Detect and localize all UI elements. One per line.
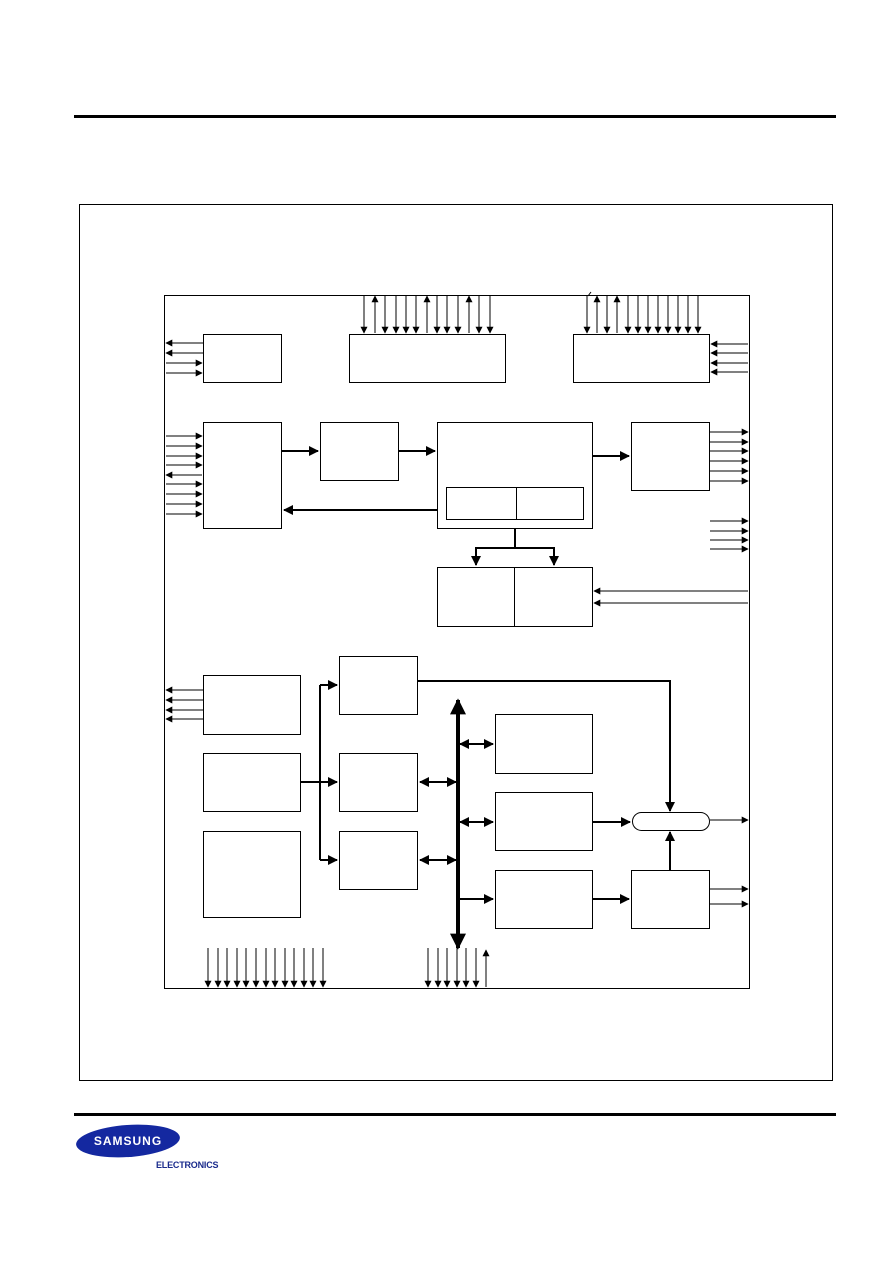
chip-outline	[164, 295, 750, 989]
block-timer-1	[339, 656, 418, 715]
block-lower-left-3	[203, 831, 301, 918]
arrow-timer1-to-mux	[418, 680, 675, 812]
header-rule	[74, 115, 836, 118]
block-mid-small	[320, 422, 399, 481]
block-peripheral-1	[495, 714, 593, 774]
logo-brand-text: SAMSUNG	[93, 1134, 163, 1148]
block-driver	[631, 870, 710, 929]
arrow-core-to-memory-2	[515, 547, 559, 566]
pin-arrows	[165, 291, 749, 988]
block-core-sub	[446, 487, 584, 520]
block-mux	[632, 812, 710, 831]
block-output-right	[631, 422, 710, 491]
block-top-left	[203, 334, 282, 383]
block-port-top-right	[573, 334, 710, 383]
block-lower-left-1	[203, 675, 301, 735]
block-port-top-center	[349, 334, 506, 383]
block-peripheral-3	[495, 870, 593, 929]
diagram-frame	[79, 204, 833, 1081]
block-timer-2	[339, 753, 418, 812]
block-core	[437, 422, 593, 529]
samsung-logo: SAMSUNG ELECTRONICS	[76, 1123, 222, 1173]
pin-arrow-29	[587, 291, 592, 297]
arrow-core-to-memory	[471, 529, 516, 566]
block-peripheral-2	[495, 792, 593, 851]
block-lower-left-2	[203, 753, 301, 812]
footer-rule	[74, 1113, 836, 1116]
logo-subtitle: ELECTRONICS	[156, 1160, 219, 1170]
logo-ellipse	[76, 1124, 180, 1158]
block-timer-3	[339, 831, 418, 890]
block-control-left	[203, 422, 282, 529]
